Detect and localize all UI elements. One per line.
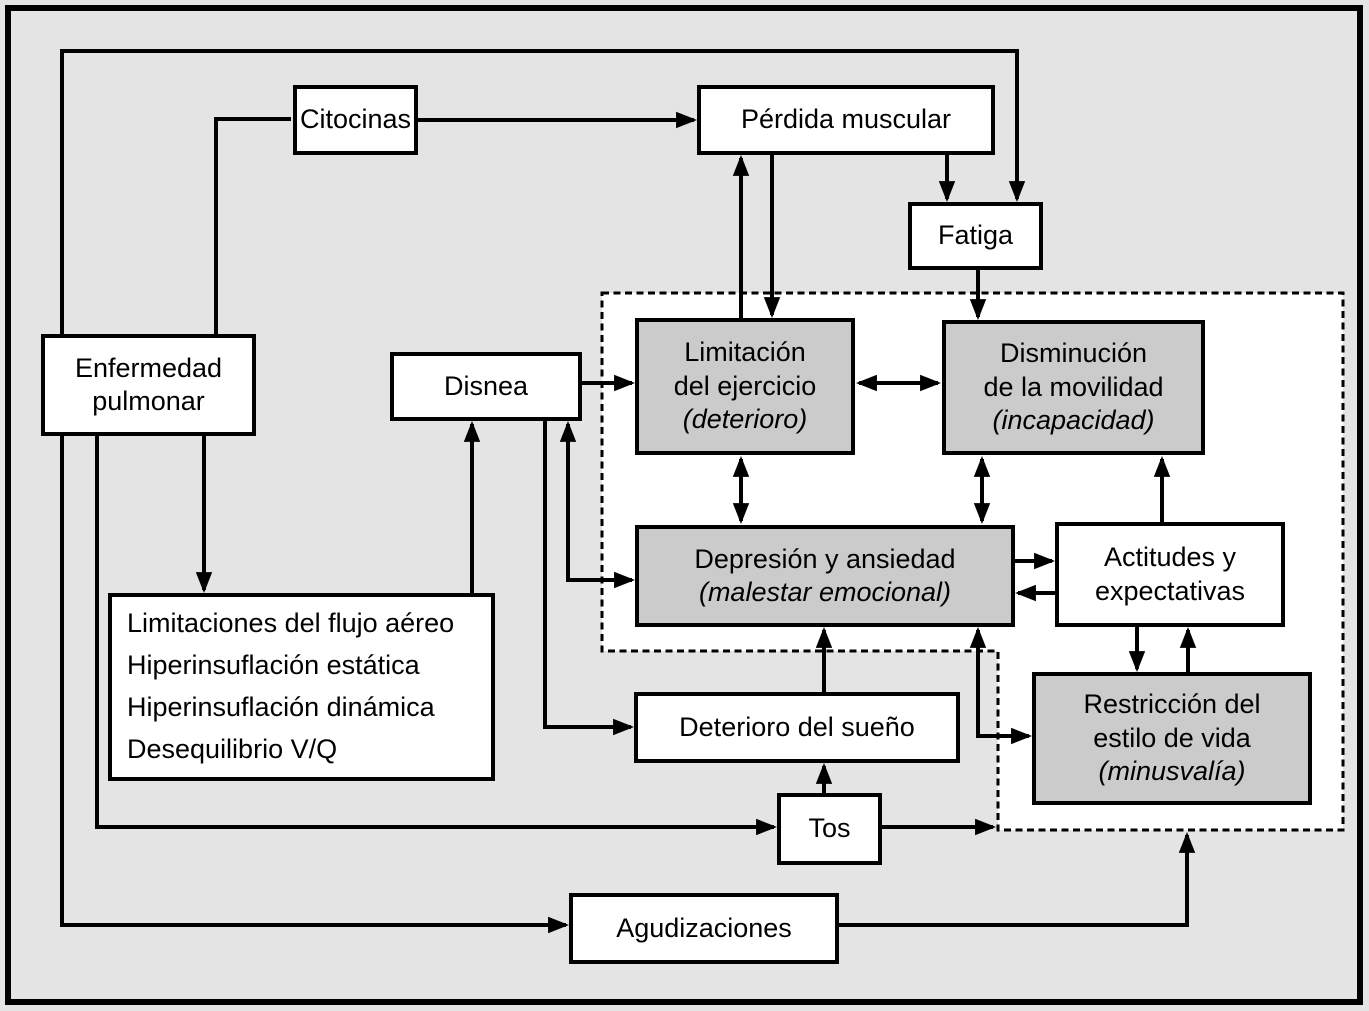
node-sublabel: (minusvalía): [1098, 756, 1246, 787]
arrow-enfermedad-agudizaciones: [60, 436, 570, 934]
node-label: Citocinas: [299, 104, 412, 135]
arrow-depresion-restriccion: [969, 626, 1033, 745]
node-disnea: Disnea: [390, 352, 582, 421]
node-label: pulmonar: [92, 386, 205, 416]
node-limitacion-ejercicio: Limitación del ejercicio (deterioro): [635, 318, 855, 455]
node-restriccion-estilo-vida: Restricción del estilo de vida (minusval…: [1032, 672, 1312, 805]
node-disminucion-movilidad: Disminución de la movilidad (incapacidad…: [942, 320, 1205, 455]
node-label: Deterioro del sueño: [679, 711, 915, 742]
arrow-enfermedad-fatiga: [60, 49, 1026, 334]
node-label: expectativas: [1094, 575, 1246, 606]
node-enfermedad-pulmonar: Enfermedad pulmonar: [41, 334, 256, 436]
node-label: Disnea: [443, 370, 529, 401]
node-label: Limitación: [684, 337, 806, 368]
node-label: Enfermedad: [74, 352, 223, 383]
line-enfermedad-citocinas: [214, 117, 291, 334]
node-label: Tos: [808, 813, 851, 844]
node-depresion-ansiedad: Depresión y ansiedad (malestar emocional…: [635, 525, 1015, 627]
node-fatiga: Fatiga: [908, 202, 1043, 270]
node-mecanismos-pulmonares: Limitaciones del flujo aéreo Hiperinsufl…: [108, 593, 495, 781]
node-actitudes-expectativas: Actitudes y expectativas: [1055, 522, 1285, 627]
node-perdida-muscular: Pérdida muscular: [697, 85, 995, 155]
node-label: Hiperinsuflación dinámica: [127, 692, 435, 722]
node-label: Desequilibrio V/Q: [127, 733, 338, 764]
arrow-agudizaciones-region: [839, 831, 1196, 927]
node-label: Depresión y ansiedad: [694, 543, 956, 574]
node-deterioro-sueno: Deterioro del sueño: [634, 692, 960, 763]
arrow-disnea-deterioro: [543, 421, 635, 736]
node-label: Actitudes y: [1103, 542, 1237, 573]
node-sublabel: (incapacidad): [992, 405, 1155, 436]
node-label: Disminución: [999, 338, 1148, 369]
node-label: del ejercicio: [673, 370, 817, 401]
node-label: Limitaciones del flujo aéreo: [127, 608, 455, 639]
node-label: de la movilidad: [983, 371, 1164, 402]
node-sublabel: (deterioro): [682, 404, 808, 435]
node-citocinas: Citocinas: [293, 85, 418, 155]
node-agudizaciones: Agudizaciones: [569, 893, 839, 964]
node-label: Agudizaciones: [616, 912, 792, 943]
node-label: Pérdida muscular: [740, 104, 952, 135]
arrow-disnea-depresion: [559, 420, 636, 589]
node-label: estilo de vida: [1093, 722, 1251, 753]
node-label: Hiperinsuflación estática: [127, 650, 420, 681]
node-sublabel: (malestar emocional): [698, 577, 952, 607]
node-tos: Tos: [777, 793, 882, 865]
arrow-enfermedad-tos: [95, 436, 778, 836]
node-label: Fatiga: [937, 220, 1014, 251]
node-label: Restricción del: [1083, 689, 1261, 720]
